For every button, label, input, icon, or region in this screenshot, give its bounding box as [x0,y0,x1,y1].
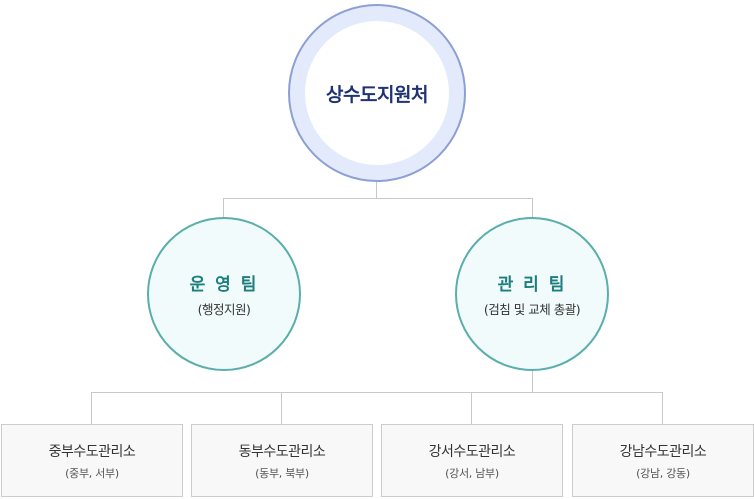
office-subtitle: (동부, 북부) [255,466,309,480]
connector-office3-down [471,392,472,424]
connector-office4-down [662,392,663,424]
office-box-jungbu: 중부수도관리소 (중부, 서부) [1,424,183,497]
connector-offices-horizontal [91,392,663,393]
office-title: 동부수도관리소 [238,443,326,460]
office-box-dongbu: 동부수도관리소 (동부, 북부) [191,424,373,497]
office-box-gangseo: 강서수도관리소 (강서, 남부) [381,424,563,497]
connector-office2-down [281,392,282,424]
office-title: 강서수도관리소 [428,443,516,460]
team-subtitle: (행정지원) [197,302,251,317]
connector-team2-down [532,198,533,218]
team-subtitle: (검침 및 교체 총괄) [483,302,581,317]
office-title: 중부수도관리소 [48,443,136,460]
office-subtitle: (강서, 남부) [445,466,499,480]
connector-teams-horizontal [223,198,533,199]
connector-team2-to-offices [532,370,533,392]
team-node-management: 관 리 팀 (검침 및 교체 총괄) [455,217,609,371]
office-box-gangnam: 강남수도관리소 (강남, 강동) [572,424,754,497]
root-title: 상수도지원처 [326,83,428,106]
root-node-inner: 상수도지원처 [305,21,449,165]
connector-office1-down [91,392,92,424]
connector-team1-down [223,198,224,218]
office-title: 강남수도관리소 [619,443,707,460]
team-title: 관 리 팀 [497,275,567,295]
team-node-operations: 운 영 팀 (행정지원) [147,217,301,371]
connector-root-down [376,182,377,199]
team-title: 운 영 팀 [189,275,259,295]
office-subtitle: (중부, 서부) [65,466,119,480]
office-subtitle: (강남, 강동) [636,466,690,480]
root-node: 상수도지원처 [288,4,466,182]
